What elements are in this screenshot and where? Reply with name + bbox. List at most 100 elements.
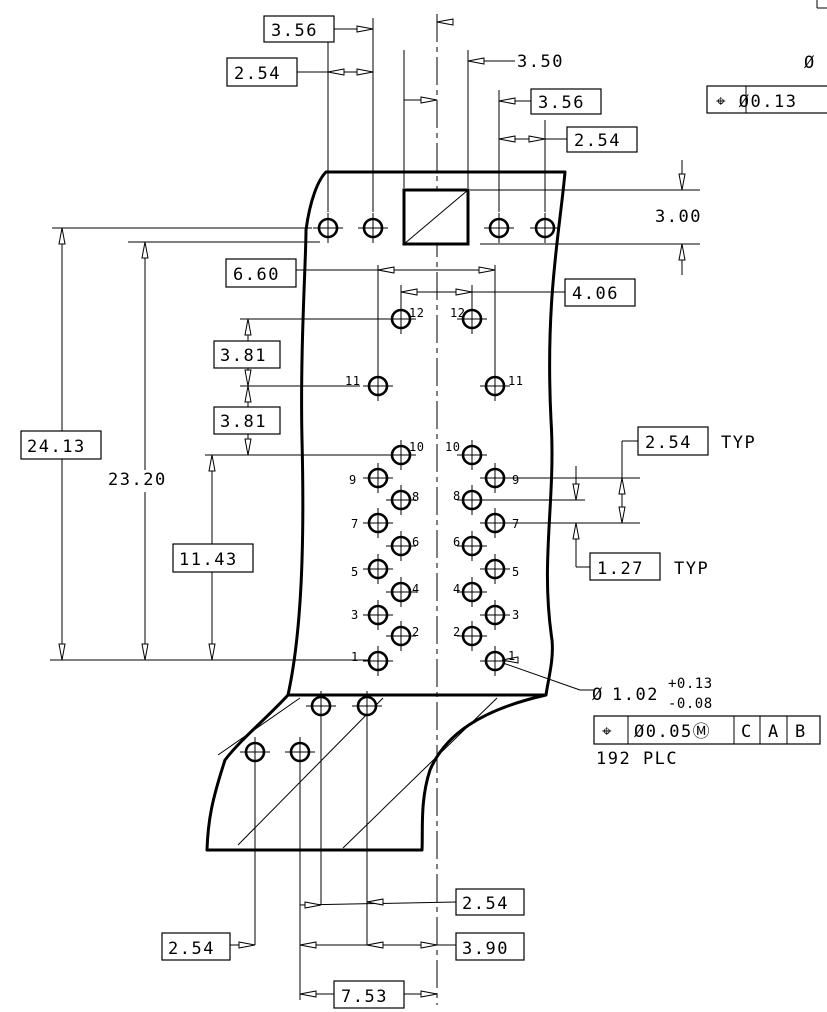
svg-text:2.54: 2.54 xyxy=(645,433,692,453)
extension-line xyxy=(502,662,581,691)
dim-2413: 24.13 xyxy=(20,430,102,460)
svg-text:2.54: 2.54 xyxy=(462,894,509,914)
svg-text:TYP: TYP xyxy=(674,559,709,579)
dim-254-typ: 2.54 TYP xyxy=(637,426,755,456)
hatch-line xyxy=(217,697,301,756)
svg-text:12: 12 xyxy=(450,306,465,320)
dimension-arrow xyxy=(618,506,626,524)
dim-300: 3.00 xyxy=(655,207,700,227)
dim-753: 7.53 xyxy=(333,980,405,1009)
svg-text:10: 10 xyxy=(409,440,424,454)
dimension-arrow xyxy=(572,483,580,501)
svg-text:3.56: 3.56 xyxy=(538,93,585,113)
pin-labels: 1 2 3 4 5 6 7 8 9 10 11 12 1 2 3 4 5 6 7… xyxy=(345,306,523,664)
dimension-arrow xyxy=(377,266,395,274)
dimension-arrow xyxy=(327,68,345,76)
extension-lines xyxy=(50,18,700,1000)
dimension-arrow xyxy=(455,288,473,296)
svg-text:+0.13: +0.13 xyxy=(668,676,713,692)
dimension-arrow xyxy=(678,173,686,191)
arrow-layer xyxy=(58,18,686,998)
corner-fragment: Ø ⌖ Ø0.13 xyxy=(706,0,827,114)
dimension-arrow xyxy=(678,243,686,261)
svg-text:10: 10 xyxy=(445,440,460,454)
svg-text:1.27: 1.27 xyxy=(597,559,644,579)
dim-2320: 23.20 xyxy=(108,470,167,490)
dimension-arrow xyxy=(498,97,516,105)
svg-text:B: B xyxy=(795,722,807,742)
dimension-arrow xyxy=(420,96,438,104)
dimension-arrow xyxy=(366,898,384,906)
dimension-arrow xyxy=(356,25,374,33)
dim-254-bottom-a: 2.54 xyxy=(455,888,525,916)
svg-text:11: 11 xyxy=(508,374,523,388)
svg-text:9: 9 xyxy=(512,473,520,487)
dimension-arrow xyxy=(420,941,438,949)
dimension-arrow xyxy=(478,266,496,274)
svg-text:9: 9 xyxy=(349,473,357,487)
svg-text:C: C xyxy=(741,722,753,742)
dim-406: 4.06 xyxy=(564,278,636,307)
svg-text:4: 4 xyxy=(412,582,420,596)
svg-text:-0.08: -0.08 xyxy=(668,696,713,712)
svg-text:Ø: Ø xyxy=(804,53,816,73)
dim-1143: 11.43 xyxy=(172,543,254,573)
dimension-arrow xyxy=(366,941,384,949)
dim-350: 3.50 xyxy=(517,52,564,72)
svg-text:2.54: 2.54 xyxy=(574,131,621,151)
svg-text:8: 8 xyxy=(453,489,461,503)
dim-254-left: 2.54 xyxy=(226,57,298,87)
square-pad-diagonal xyxy=(403,189,469,245)
dimension-arrow xyxy=(141,643,149,661)
svg-text:Ø0.05Ⓜ: Ø0.05Ⓜ xyxy=(634,722,711,742)
svg-text:5: 5 xyxy=(351,565,359,579)
svg-text:3.81: 3.81 xyxy=(220,346,267,366)
svg-text:3.81: 3.81 xyxy=(220,412,267,432)
svg-text:23.20: 23.20 xyxy=(108,470,167,490)
svg-text:7: 7 xyxy=(512,517,520,531)
dim-390: 3.90 xyxy=(455,932,525,961)
dimension-arrow xyxy=(244,369,252,387)
svg-text:3.50: 3.50 xyxy=(517,52,564,72)
dimension-arrow xyxy=(528,135,546,143)
dimension-arrow xyxy=(467,57,485,65)
dimension-arrow xyxy=(436,18,454,26)
dimension-arrow xyxy=(244,385,252,403)
svg-text:5: 5 xyxy=(512,565,520,579)
dimension-arrow xyxy=(208,643,216,661)
dimension-arrow xyxy=(244,438,252,456)
pcb-outline-lower xyxy=(205,693,547,852)
svg-text:192 PLC: 192 PLC xyxy=(596,749,678,769)
dimension-arrow xyxy=(356,68,374,76)
dim-127-typ: 1.27 TYP xyxy=(589,552,709,581)
svg-text:Ø: Ø xyxy=(592,685,604,705)
dimension-arrow xyxy=(304,901,322,909)
dimension-arrow xyxy=(238,941,256,949)
dimension-arrow xyxy=(400,288,418,296)
dimension-arrow xyxy=(572,522,580,540)
dimension-arrow xyxy=(618,477,626,495)
svg-text:4.06: 4.06 xyxy=(572,284,619,304)
svg-text:6: 6 xyxy=(412,535,420,549)
svg-text:⌖ Ø0.13: ⌖ Ø0.13 xyxy=(716,92,797,112)
dimension-arrow xyxy=(501,656,519,664)
dim-356-right: 3.56 xyxy=(530,88,602,115)
dimension-arrow xyxy=(244,318,252,336)
hatch-line xyxy=(237,697,384,846)
hole-layer xyxy=(240,213,560,767)
dimension-arrow xyxy=(141,241,149,259)
svg-text:1: 1 xyxy=(351,650,359,664)
dim-381-b: 3.81 xyxy=(213,406,281,435)
svg-text:2.54: 2.54 xyxy=(234,64,281,84)
svg-text:6: 6 xyxy=(453,535,461,549)
svg-text:2.54: 2.54 xyxy=(168,939,215,959)
dim-381-a: 3.81 xyxy=(213,340,281,369)
svg-text:A: A xyxy=(768,722,780,742)
svg-text:3: 3 xyxy=(351,608,359,622)
dimension-arrow xyxy=(58,227,66,245)
dim-660: 6.60 xyxy=(225,258,297,288)
dimension-arrow xyxy=(420,990,438,998)
dim-254-bottom-b: 2.54 xyxy=(161,932,231,961)
dimension-arrow xyxy=(208,454,216,472)
dimension-arrow xyxy=(58,643,66,661)
